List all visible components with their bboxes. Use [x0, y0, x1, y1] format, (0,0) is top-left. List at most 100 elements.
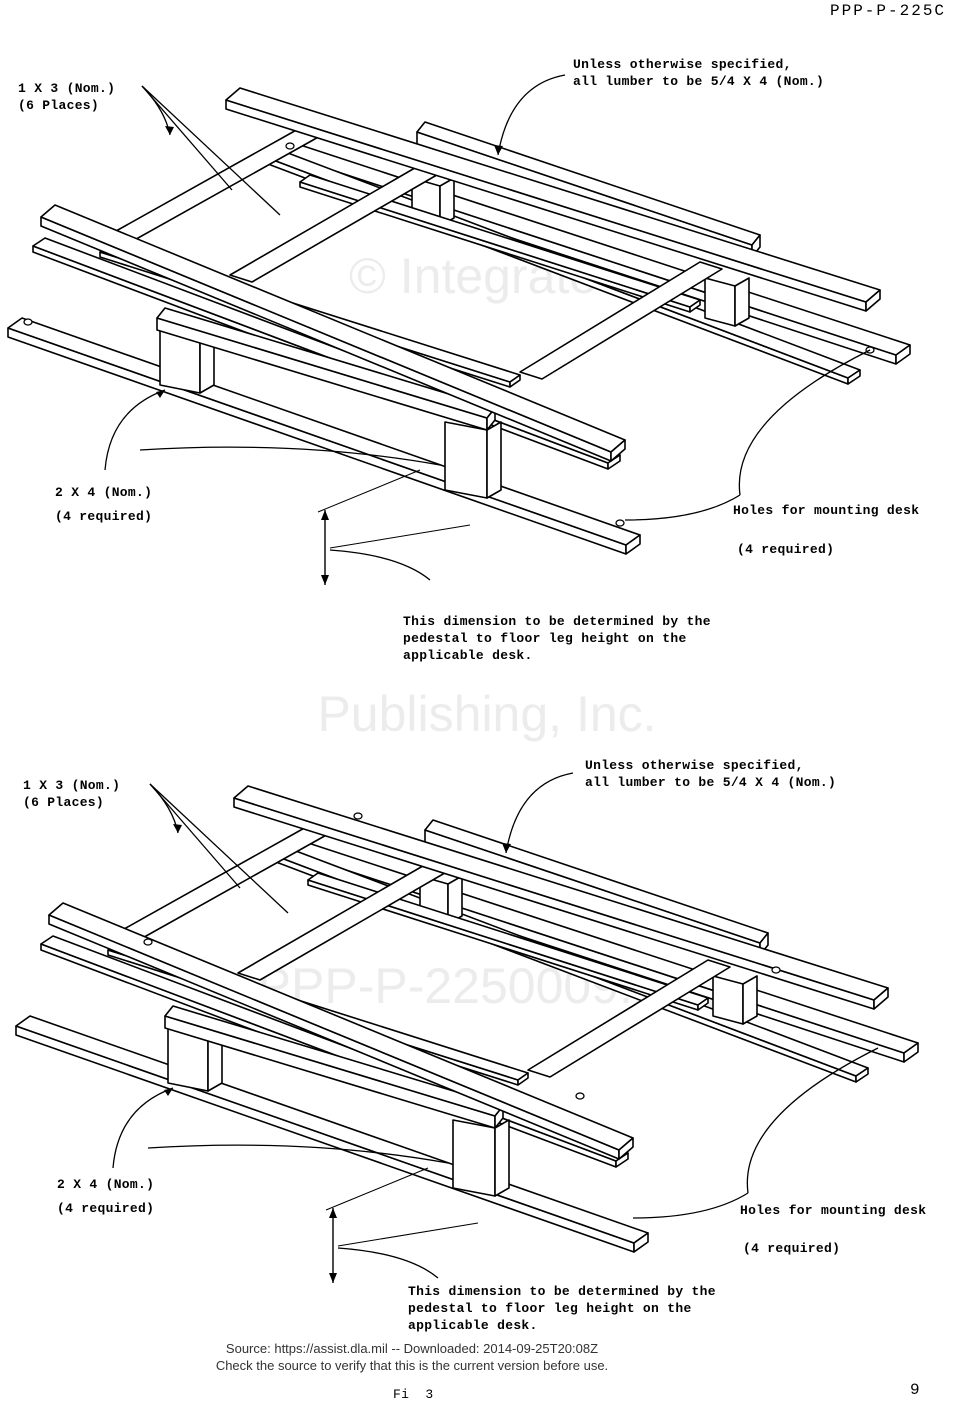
holes-label: Holes for mounting desk [733, 503, 920, 518]
bottom-runner-back-end [903, 1042, 919, 1063]
block-label: 2 X 4 (Nom.) (4 required) [55, 481, 152, 529]
mounting-hole [771, 966, 781, 974]
leg-block [444, 421, 488, 499]
skid-drawing-1 [7, 74, 911, 585]
slat-label: 1 X 3 (Nom.)(6 Places) [23, 777, 120, 811]
leader-slat [149, 783, 241, 889]
cross-slat [107, 825, 331, 946]
document-id: PPP-P-225C [830, 2, 947, 20]
leader-dimension [329, 549, 431, 581]
bottom-runner-back [270, 139, 911, 356]
arrowhead [502, 843, 511, 853]
dimension-note-line: applicable desk. [403, 648, 533, 663]
leg-block-side [447, 875, 463, 925]
dimension-note-line: applicable desk. [408, 1318, 538, 1333]
leader-slat [149, 783, 289, 914]
dimension-note-line: pedestal to floor leg height on the [408, 1301, 692, 1316]
arrowhead [173, 824, 182, 833]
bottom-runner-front-end [625, 534, 641, 555]
watermark-line: Publishing, Inc. [317, 686, 657, 742]
lumber-note-line: Unless otherwise specified, [573, 57, 792, 72]
leader-dimension [337, 1247, 439, 1279]
leg-block-side [734, 277, 750, 327]
block-size: 2 X 4 (Nom.) [55, 485, 153, 500]
slat-places: (6 Places) [23, 795, 105, 810]
lumber-note-line: Unless otherwise specified, [585, 758, 804, 773]
leader-block [139, 446, 441, 466]
leader-block [147, 1144, 449, 1164]
leader-slat [141, 85, 171, 136]
arrowhead [329, 1273, 337, 1283]
slat-size: 1 X 3 (Nom.) [18, 81, 116, 96]
extension-line [325, 1167, 429, 1211]
leg-block-side [494, 1119, 510, 1197]
slat-end [855, 1067, 869, 1083]
leader-slat [149, 783, 179, 834]
cross-slat [527, 959, 731, 1078]
leader-holes [624, 494, 741, 521]
holes-required: (4 required) [737, 542, 835, 557]
top-deck-board-back-side [233, 797, 875, 1010]
block-size: 2 X 4 (Nom.) [57, 1177, 155, 1192]
slat-end [847, 369, 861, 385]
lumber-note: Unless otherwise specified, all lumber to… [573, 56, 824, 90]
lumber-note-line: all lumber to be 5/4 X 4 (Nom.) [573, 74, 825, 89]
slat-inner-end [509, 374, 521, 388]
arrowhead [165, 126, 174, 135]
mounting-hole [285, 142, 295, 150]
leader-holes [738, 349, 871, 496]
skid-drawing-2 [15, 772, 919, 1283]
mounting-hole [353, 812, 363, 820]
leader-lumber [497, 74, 566, 156]
block-required: (4 required) [57, 1201, 155, 1216]
dimension-note: This dimension to be determined by the pe… [403, 613, 711, 664]
extension-line [329, 524, 471, 549]
block-required: (4 required) [55, 509, 153, 524]
mounting-hole [575, 1092, 585, 1100]
extension-line [337, 1222, 479, 1247]
top-deck-board-front-end [618, 1137, 634, 1160]
leader-holes [632, 1192, 749, 1219]
leader-block [112, 1087, 174, 1169]
arrowhead [321, 575, 329, 585]
dimension-note-line: pedestal to floor leg height on the [403, 631, 687, 646]
source-line: Check the source to verify that this is … [215, 1358, 609, 1373]
leg-block [712, 975, 744, 1025]
leader-block [104, 389, 166, 471]
slat-inner-end [689, 299, 701, 313]
mounting-hole [615, 519, 625, 527]
top-deck-board-back-side [225, 99, 867, 312]
source-notice: Source: https://assist.dla.mil -- Downlo… [0, 1340, 824, 1374]
slat-inner-end [517, 1072, 529, 1086]
holes-label: Holes for mounting desk [740, 1203, 927, 1218]
arrowhead [156, 390, 165, 398]
holes-required: (4 required) [743, 1241, 841, 1256]
top-deck-board-back-end [873, 987, 889, 1010]
leader-holes [746, 1047, 879, 1194]
source-line: Source: https://assist.dla.mil -- Downlo… [225, 1341, 599, 1356]
bottom-runner-back-end [895, 344, 911, 365]
bottom-runner-front-end [633, 1232, 649, 1253]
arrowhead [164, 1088, 173, 1096]
leg-block-side [439, 177, 455, 227]
leader-lumber [505, 772, 574, 854]
mounting-hole [23, 318, 33, 326]
beam-2x4-front-end [494, 1105, 504, 1129]
figure-caption: Fi 3 [393, 1387, 434, 1402]
block-label: 2 X 4 (Nom.) (4 required) [57, 1173, 154, 1221]
arrowhead [329, 1208, 337, 1218]
leg-block [704, 277, 736, 327]
leg-block-side [742, 975, 758, 1025]
beam-2x4-front-end [486, 407, 496, 431]
bottom-runner-back [278, 837, 919, 1054]
leader-slat [141, 85, 281, 216]
cross-slat [519, 261, 723, 380]
arrowhead [321, 510, 329, 520]
leg-block [452, 1119, 496, 1197]
arrowhead [494, 145, 503, 155]
dimension-note-line: This dimension to be determined by the [403, 614, 711, 629]
page-number: 9 [910, 1381, 920, 1399]
lumber-note-line: all lumber to be 5/4 X 4 (Nom.) [585, 775, 837, 790]
leader-slat [141, 85, 233, 191]
